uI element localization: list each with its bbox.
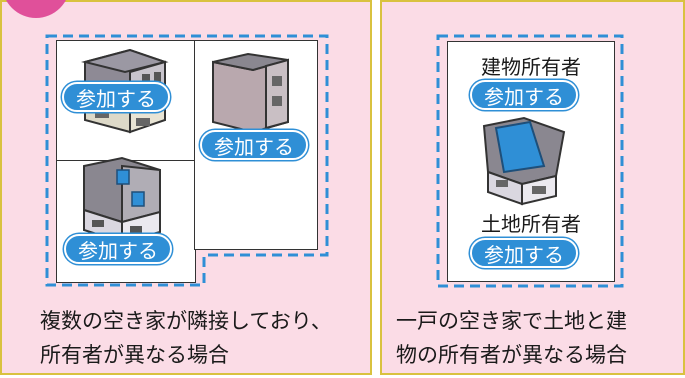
join-badge[interactable]: 参加する bbox=[64, 234, 172, 264]
caption-adjacent-houses: 複数の空き家が隣接しており、 所有者が異なる場合 bbox=[40, 304, 332, 372]
caption-land-building-owners: 一戸の空き家で土地と建 物の所有者が異なる場合 bbox=[396, 304, 627, 372]
building-owner-join-badge[interactable]: 参加する bbox=[470, 80, 578, 110]
join-badge[interactable]: 参加する bbox=[200, 130, 308, 160]
dashed-outline-left bbox=[45, 34, 329, 287]
house-icon bbox=[482, 116, 566, 206]
land-owner-join-badge[interactable]: 参加する bbox=[470, 238, 578, 268]
caption-line: 複数の空き家が隣接しており、 bbox=[40, 309, 332, 333]
join-badge[interactable]: 参加する bbox=[62, 82, 170, 112]
caption-line: 物の所有者が異なる場合 bbox=[396, 343, 627, 367]
building-owner-label: 建物所有者 bbox=[481, 55, 581, 79]
dashed-outline-right bbox=[436, 34, 624, 288]
corner-tab bbox=[2, 0, 70, 18]
caption-line: 所有者が異なる場合 bbox=[40, 343, 229, 367]
land-owner-label: 土地所有者 bbox=[481, 212, 581, 236]
house-icon bbox=[83, 156, 161, 244]
house-icon bbox=[212, 52, 289, 134]
caption-line: 一戸の空き家で土地と建 bbox=[396, 309, 627, 333]
